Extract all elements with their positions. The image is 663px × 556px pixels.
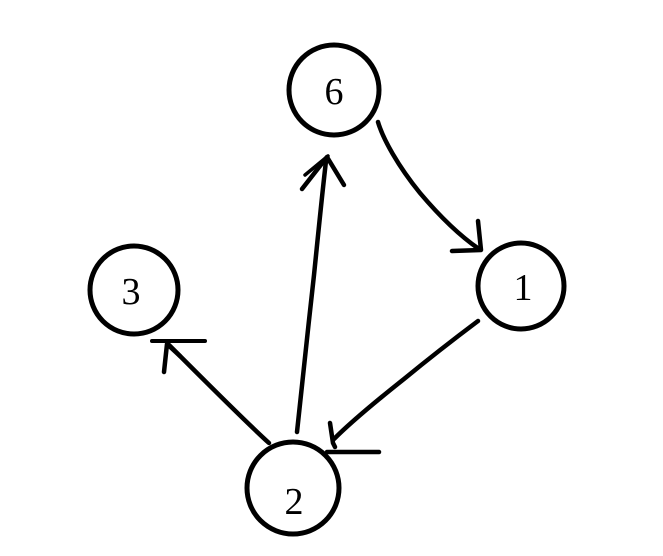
node-3-circle: [87, 243, 181, 337]
node-6-label: 6: [325, 71, 344, 113]
edge-2-to-3-line: [166, 342, 272, 446]
edge-2-to-3[interactable]: [150, 339, 272, 446]
edge-1-to-2[interactable]: [324, 318, 481, 455]
edge-2-to-3-arrowhead: [161, 341, 183, 375]
node-1[interactable]: 1: [475, 240, 567, 332]
edge-1-to-2-line: [331, 318, 481, 442]
edge-6-to-1-arrowhead: [449, 218, 484, 254]
edge-2-to-6-line: [294, 158, 329, 435]
edge-6-to-1[interactable]: [375, 119, 484, 254]
node-1-circle: [475, 240, 567, 332]
node-2-circle: [244, 439, 342, 537]
node-6-circle: [286, 42, 382, 138]
node-2-label: 2: [285, 481, 304, 523]
edge-2-to-6-arrowhead-barb: [303, 154, 330, 177]
node-1-label: 1: [514, 267, 533, 309]
node-3-label: 3: [122, 271, 141, 313]
node-3[interactable]: 3: [87, 243, 181, 337]
edge-6-to-1-line: [375, 119, 482, 252]
node-2[interactable]: 2: [244, 439, 342, 537]
node-6[interactable]: 6: [286, 42, 382, 138]
edge-1-to-2-arrowhead-stem: [327, 420, 338, 450]
edge-2-to-6[interactable]: [294, 154, 347, 435]
